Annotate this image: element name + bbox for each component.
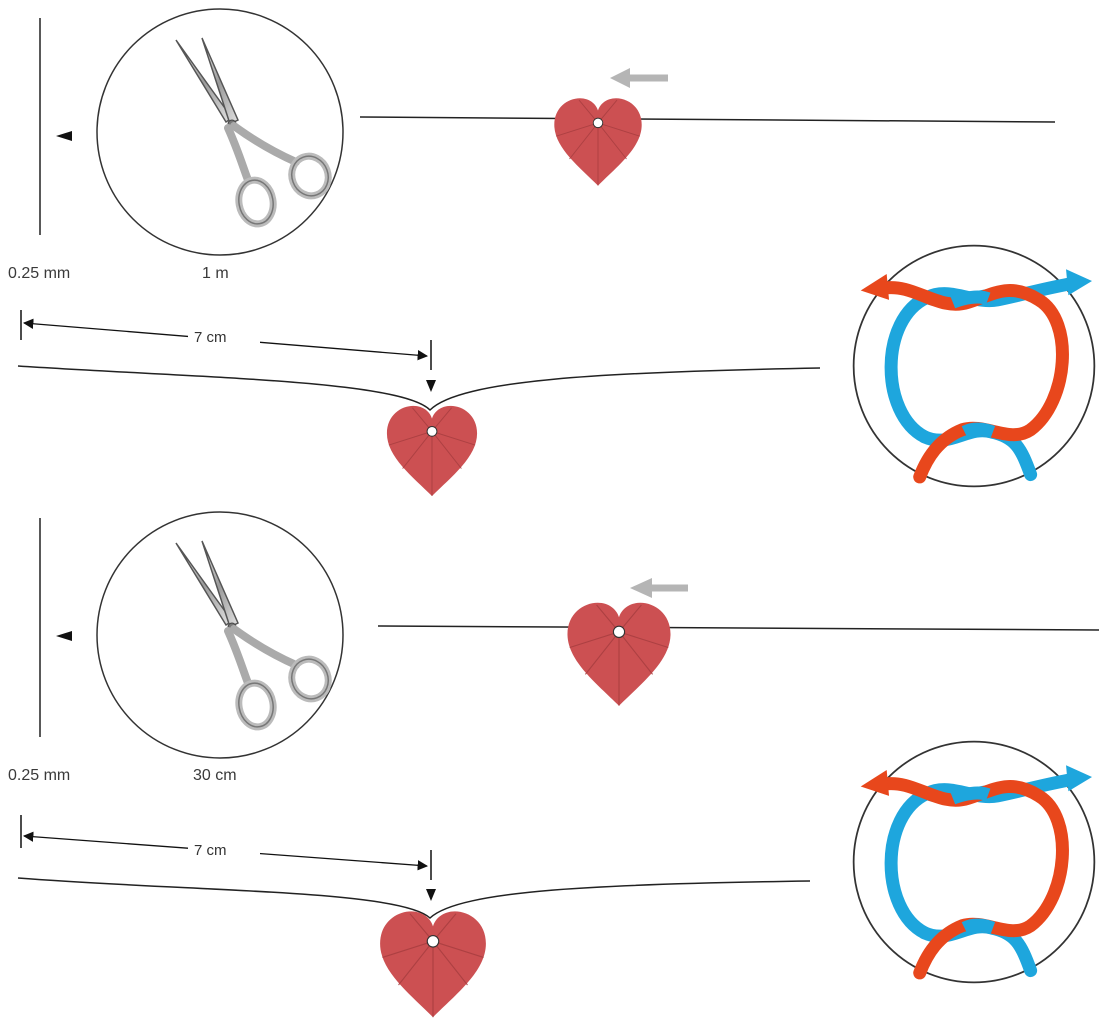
thread-pointer-icon [56, 631, 72, 641]
thread-line [377, 625, 1099, 631]
panel-1: 0.25 mm 1 m [8, 8, 1056, 282]
tool-circle [96, 511, 344, 759]
thread-length-label: 30 cm [193, 767, 237, 784]
thread-line [17, 877, 811, 920]
heart-bead-icon [553, 97, 643, 187]
knot-icon [854, 742, 1095, 983]
thread-line [17, 365, 821, 412]
arrow-left-icon [630, 578, 688, 598]
panel-4: 7 cm [17, 742, 1095, 1018]
knot-icon [854, 246, 1095, 487]
arrow-left-icon [610, 68, 668, 88]
heart-bead-icon [379, 910, 487, 1018]
thread-length-label: 1 m [202, 265, 229, 282]
thread-pointer-icon [56, 131, 72, 141]
tool-circle [96, 8, 344, 256]
panel-2: 7 cm [17, 246, 1095, 497]
thread-diameter-label: 0.25 mm [8, 767, 70, 784]
distance-label: 7 cm [194, 329, 227, 346]
thread-line [359, 116, 1056, 123]
heart-bead-icon [566, 602, 672, 707]
thread-diameter-label: 0.25 mm [8, 265, 70, 282]
distance-label: 7 cm [194, 842, 227, 859]
heart-bead-icon [386, 405, 478, 497]
panel-3: 0.25 mm 30 cm [8, 511, 1099, 784]
